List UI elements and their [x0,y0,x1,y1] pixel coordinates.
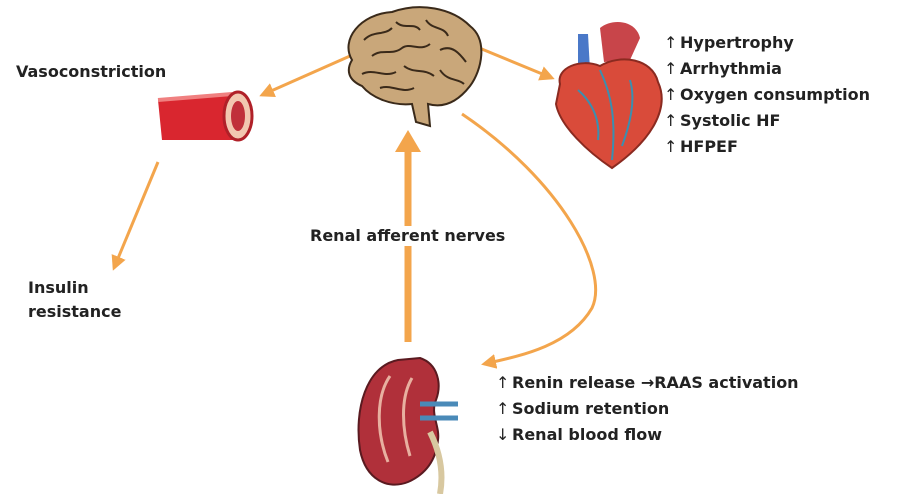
increase-arrow-icon: ↑ [664,56,680,82]
kidney-effect-item: ↑Sodium retention [496,396,799,422]
heart-effect-item: ↑Systolic HF [664,108,870,134]
kidney-effect-text: Sodium retention [512,399,669,418]
kidney-effect-text: Renal blood flow [512,425,662,444]
heart-effect-item: ↑HFPEF [664,134,870,160]
kidney-effect-item: ↓Renal blood flow [496,422,799,448]
increase-arrow-icon: ↑ [496,370,512,396]
heart-effect-item: ↑Arrhythmia [664,56,870,82]
kidney-effects-list: ↑Renin release →RAAS activation ↑Sodium … [496,370,799,448]
heart-effect-text: Arrhythmia [680,59,782,78]
kidney-effect-item: ↑Renin release →RAAS activation [496,370,799,396]
heart-effect-text: Systolic HF [680,111,780,130]
heart-effect-text: Oxygen consumption [680,85,870,104]
heart-effect-text: HFPEF [680,137,738,156]
increase-arrow-icon: ↑ [664,30,680,56]
increase-arrow-icon: ↑ [664,82,680,108]
heart-effect-text: Hypertrophy [680,33,794,52]
increase-arrow-icon: ↑ [664,134,680,160]
increase-arrow-icon: ↑ [496,396,512,422]
decrease-arrow-icon: ↓ [496,422,512,448]
vasoconstriction-label: Vasoconstriction [16,62,166,82]
increase-arrow-icon: ↑ [664,108,680,134]
insulin-resistance-label-line2: resistance [28,302,121,322]
kidney-effect-text: Renin release →RAAS activation [512,373,799,392]
heart-effect-item: ↑Oxygen consumption [664,82,870,108]
insulin-resistance-label-line1: Insulin [28,278,89,298]
kidney-icon [359,358,458,494]
heart-effects-list: ↑Hypertrophy ↑Arrhythmia ↑Oxygen consump… [664,30,870,160]
renal-afferent-nerves-label: Renal afferent nerves [306,226,509,246]
heart-effect-item: ↑Hypertrophy [664,30,870,56]
